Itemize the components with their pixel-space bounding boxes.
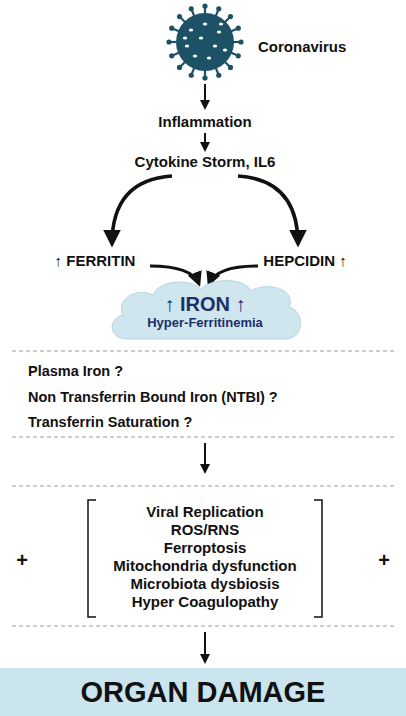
curved-arrow: [238, 176, 298, 244]
marker-label: ↑ FERRITIN: [55, 252, 136, 269]
effect-item: Ferroptosis: [164, 539, 247, 556]
virus-body: [176, 13, 234, 71]
virus-spike-tip: [202, 3, 207, 8]
virus-spike-tip: [228, 14, 233, 19]
plus-sign: +: [16, 549, 28, 572]
step-label: Cytokine Storm, IL6: [135, 153, 276, 170]
virus-spike-tip: [177, 14, 182, 19]
effect-item: Microbiota dysbiosis: [130, 575, 279, 592]
virus-spike-tip: [189, 73, 194, 78]
effect-item: ROS/RNS: [171, 521, 239, 538]
bracket: [88, 500, 96, 617]
virus-spike-tip: [177, 65, 182, 70]
step-label: Inflammation: [158, 113, 251, 130]
virus-spike-tip: [238, 39, 243, 44]
arrow: [204, 133, 206, 150]
virus-dot: [203, 23, 207, 26]
virus-dot: [193, 55, 197, 58]
curved-arrow: [112, 176, 172, 244]
outcome-text: ORGAN DAMAGE: [81, 676, 326, 709]
arrow: [204, 84, 206, 108]
virus-dot: [207, 57, 211, 60]
iron-cloud: ↑ IRON ↑Hyper-Ferritinemia: [105, 277, 305, 341]
virus-spike-tip: [236, 26, 241, 31]
outcome-band: ORGAN DAMAGE: [0, 668, 406, 716]
node-heading: ↑ IRON ↑: [164, 293, 245, 316]
dashed-separator: [12, 485, 394, 486]
plus-sign: +: [378, 549, 390, 572]
virus-spike-tip: [216, 6, 221, 11]
question-label: Non Transferrin Bound Iron (NTBI) ?: [28, 389, 278, 406]
virus-dot: [189, 29, 193, 32]
virus-dot: [223, 49, 227, 52]
node-body: Hyper-Ferritinemia: [147, 316, 263, 331]
virus-dot: [199, 37, 203, 40]
effect-item: Hyper Coagulopathy: [132, 593, 279, 610]
question-label: Plasma Iron ?: [28, 363, 123, 380]
effect-item: Viral Replication: [146, 503, 263, 520]
dashed-separator: [12, 350, 394, 351]
virus-spike-tip: [166, 39, 171, 44]
virus-spike-tip: [216, 73, 221, 78]
bracket: [314, 500, 322, 617]
virus-spike-tip: [169, 53, 174, 58]
virus-spike-tip: [202, 75, 207, 80]
virus-dot: [213, 45, 217, 48]
coronavirus-icon: [166, 3, 243, 80]
marker-label: HEPCIDIN ↑: [263, 252, 346, 269]
virus-spike-tip: [236, 53, 241, 58]
arrow: [204, 632, 206, 662]
dashed-separator: [12, 436, 394, 437]
virus-spike-tip: [189, 6, 194, 11]
icon-label: Coronavirus: [258, 38, 346, 55]
arrow: [204, 443, 206, 472]
virus-spike-tip: [228, 65, 233, 70]
effect-item: Mitochondria dysfunction: [113, 557, 296, 574]
dashed-separator: [12, 625, 394, 626]
virus-dot: [183, 37, 187, 40]
virus-dot: [217, 31, 221, 34]
curved-arrow: [150, 266, 199, 284]
virus-dot: [219, 23, 223, 26]
virus-spike-tip: [169, 26, 174, 31]
virus-dot: [185, 45, 189, 48]
cloud-outline: [112, 281, 300, 339]
question-label: Transferrin Saturation ?: [28, 414, 192, 431]
